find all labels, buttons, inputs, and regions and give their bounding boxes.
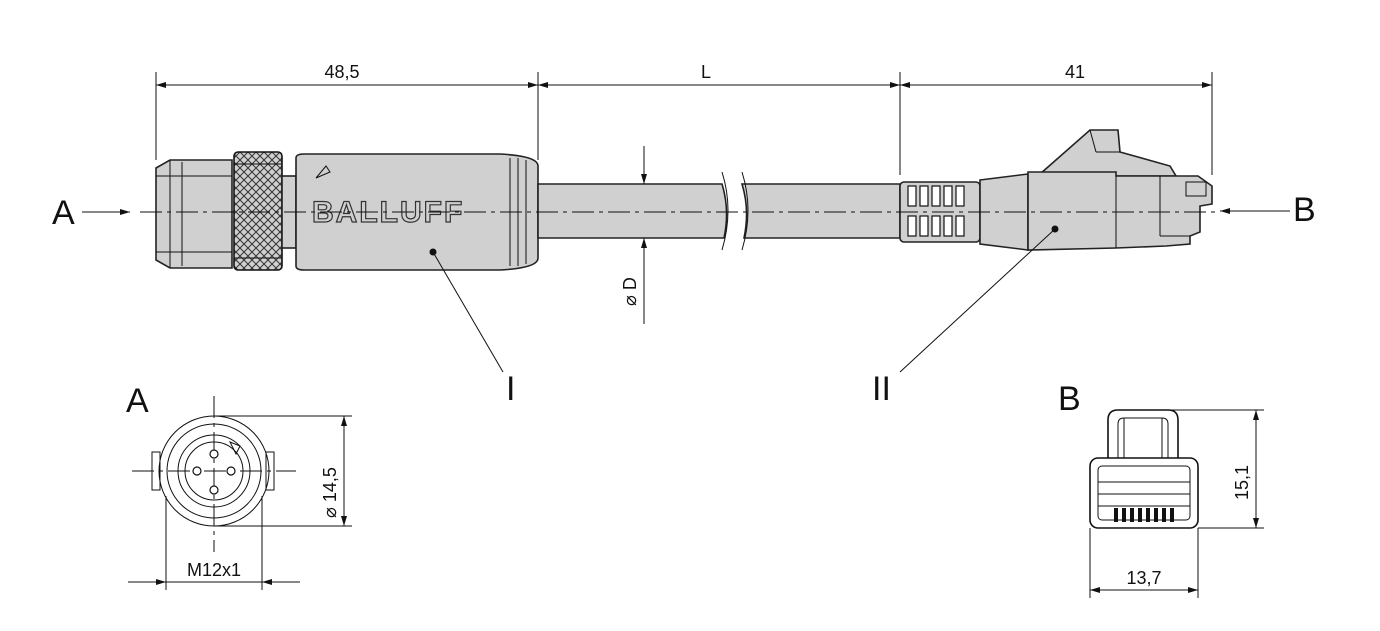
rj45-connector	[899, 129, 1213, 251]
leader-part-2	[899, 228, 1056, 373]
molded-body-1	[295, 153, 539, 271]
dim-m12-thread: M12x1	[187, 560, 241, 580]
dim-rj45-width: 13,7	[1126, 568, 1161, 588]
dim-m12-diameter: ⌀ 14,5	[320, 467, 340, 518]
end-label-a: A	[52, 194, 75, 232]
m12-connector: BALLUFF	[155, 151, 539, 271]
dim-cable-diameter: ⌀ D	[620, 277, 640, 306]
view-b: B 15,1 13,7	[1058, 380, 1264, 598]
knurled-nut	[233, 151, 283, 271]
view-a: A ⌀ 14,5 M12x1	[126, 382, 352, 590]
dim-left-length: 48,5	[324, 62, 359, 82]
cable: ⌀ D	[537, 146, 901, 324]
dim-rj45-height: 15,1	[1232, 465, 1252, 500]
rj45-body	[1027, 171, 1213, 251]
view-b-title: B	[1058, 380, 1081, 418]
dim-right-length: 41	[1065, 62, 1085, 82]
triangle-mark-icon	[315, 165, 331, 179]
part-label-2: II	[872, 370, 891, 408]
dim-cable-length: L	[701, 62, 711, 82]
leader-part-1	[432, 251, 504, 373]
view-a-title: A	[126, 382, 149, 420]
part-label-1: I	[506, 370, 515, 408]
rj45-face	[1089, 457, 1199, 529]
rj45-latch	[1038, 129, 1178, 177]
top-dimensions: 48,5 L 41	[155, 62, 1213, 175]
end-label-b: B	[1293, 191, 1316, 229]
